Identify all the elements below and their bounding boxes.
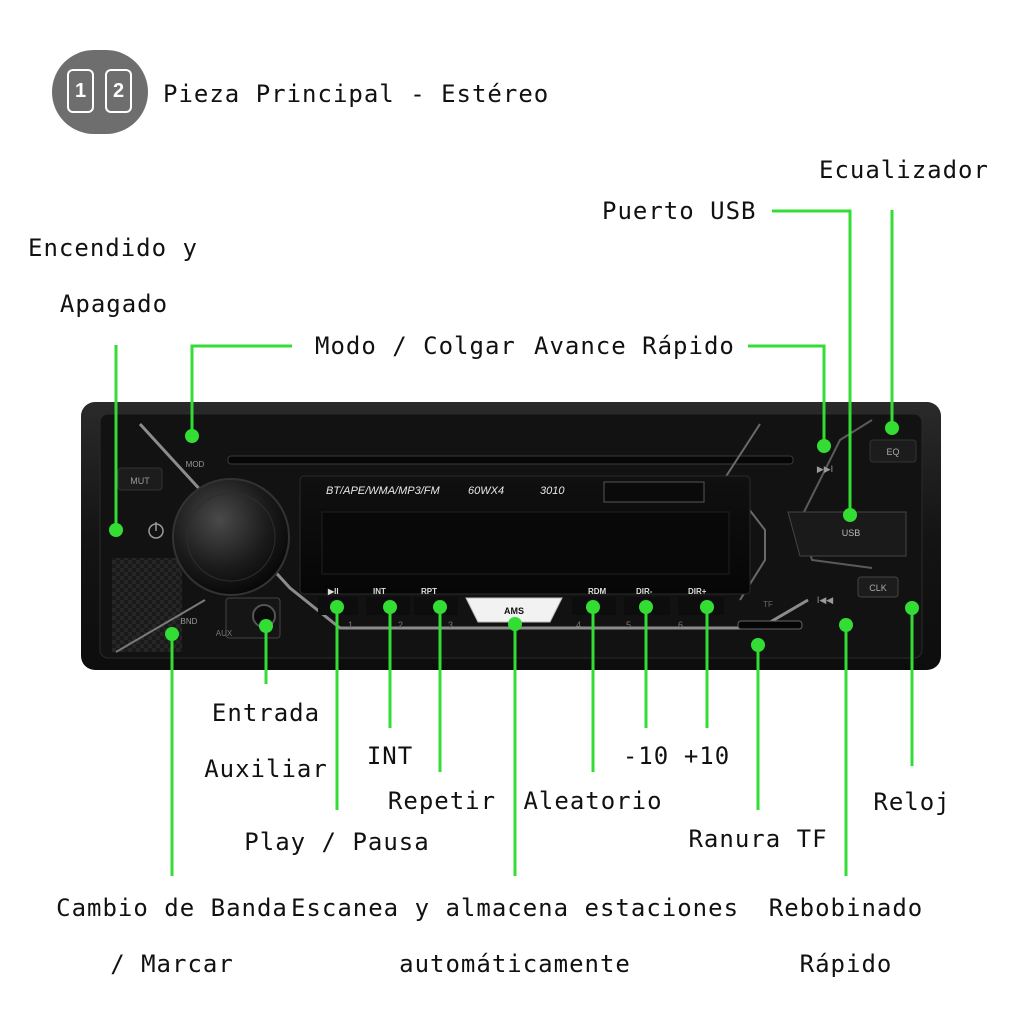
callout-scan-1: Escanea y almacena estaciones <box>290 894 740 922</box>
lcd-screen <box>321 511 730 575</box>
mute-label: MUT <box>130 476 150 486</box>
callout-int: INT <box>366 742 414 770</box>
dot-usb <box>843 508 857 522</box>
preset-1: 1 <box>348 620 353 630</box>
play-label: ▶II <box>327 587 339 596</box>
callout-dots <box>109 421 919 652</box>
ir-window <box>603 481 705 503</box>
callout-repeat: Repetir <box>387 787 497 815</box>
rew-icon: I◀◀ <box>817 595 833 605</box>
disc-slot[interactable] <box>227 455 794 465</box>
callout-plus10: +10 <box>683 742 731 770</box>
callout-aux-1: Entrada <box>211 699 321 727</box>
preset-5: 5 <box>626 620 631 630</box>
format-label: BT/APE/WMA/MP3/FM <box>326 485 441 497</box>
mute-button[interactable] <box>117 467 163 491</box>
dot-int <box>383 600 397 614</box>
dot-mode <box>185 429 199 443</box>
rdm-label: RDM <box>588 587 607 596</box>
stereo-unit: BT/APE/WMA/MP3/FM 60WX4 3010 MUT MOD BND… <box>81 402 941 670</box>
clk-button[interactable] <box>857 576 899 598</box>
callout-clock: Reloj <box>873 788 951 816</box>
mod-label: MOD <box>186 460 205 469</box>
volume-knob[interactable] <box>172 478 290 596</box>
dot-equalizer <box>885 421 899 435</box>
eq-button[interactable] <box>869 439 917 463</box>
clk-label: CLK <box>869 583 887 593</box>
preset-4: 4 <box>576 620 581 630</box>
page-title: Pieza Principal - Estéreo <box>163 80 550 108</box>
leader-mode <box>190 344 292 436</box>
preset-2: 2 <box>398 620 403 630</box>
callout-band-2: / Marcar <box>110 950 234 978</box>
callout-aux-2: Auxiliar <box>204 755 328 783</box>
power-label: 60WX4 <box>468 485 504 497</box>
dot-fast-forward <box>817 439 831 453</box>
callout-scan-2: automáticamente <box>399 950 631 978</box>
bnd-label: BND <box>181 617 198 626</box>
badge-digit-1: 1 <box>67 69 94 113</box>
callout-play-pause: Play / Pausa <box>244 828 430 856</box>
rpt-label: RPT <box>421 587 437 596</box>
ams-button[interactable] <box>465 597 563 623</box>
usb-port[interactable] <box>787 511 907 557</box>
tf-slot[interactable] <box>737 620 803 630</box>
tf-label: TF <box>763 600 773 609</box>
eq-label: EQ <box>886 447 899 457</box>
callout-power-2: Apagado <box>59 290 169 318</box>
dot-plus10 <box>700 600 714 614</box>
callout-rewind-1: Rebobinado <box>768 894 924 922</box>
aux-label: AUX <box>216 629 233 638</box>
dot-random <box>586 600 600 614</box>
leader-fast-forward <box>748 344 826 446</box>
dot-play <box>330 600 344 614</box>
preset-3: 3 <box>448 620 453 630</box>
dot-rewind <box>839 618 853 632</box>
callout-power-1: Encendido y <box>28 234 198 262</box>
dot-aux <box>259 619 273 633</box>
callout-band-1: Cambio de Banda <box>56 894 288 922</box>
preset-6: 6 <box>678 620 683 630</box>
dot-repeat <box>433 600 447 614</box>
badge-digit-2: 2 <box>105 69 132 113</box>
dot-clock <box>905 601 919 615</box>
leader-usb <box>772 209 852 515</box>
ams-label: AMS <box>504 606 524 616</box>
usb-label: USB <box>842 528 861 538</box>
dot-band <box>165 627 179 641</box>
callout-fast-forward: Avance Rápido <box>534 332 735 360</box>
callout-equalizer: Ecualizador <box>819 156 989 184</box>
dir-plus-label: DIR+ <box>688 587 707 596</box>
callout-rewind-2: Rápido <box>799 950 893 978</box>
callout-mode: Modo / Colgar <box>315 332 516 360</box>
ff-icon: ▶▶I <box>817 464 833 474</box>
dot-power <box>109 523 123 537</box>
callout-random: Aleatorio <box>523 787 663 815</box>
callout-minus10: -10 <box>622 742 670 770</box>
callout-lines <box>114 209 914 876</box>
dot-tf <box>751 638 765 652</box>
dot-minus10 <box>639 600 653 614</box>
callout-tf-slot: Ranura TF <box>688 825 828 853</box>
model-label: 3010 <box>540 485 565 497</box>
dot-scan <box>508 617 522 631</box>
int-key-label: INT <box>373 587 386 596</box>
section-badge: 1 2 <box>52 50 148 134</box>
callout-usb: Puerto USB <box>602 197 757 225</box>
dir-minus-label: DIR- <box>636 587 653 596</box>
